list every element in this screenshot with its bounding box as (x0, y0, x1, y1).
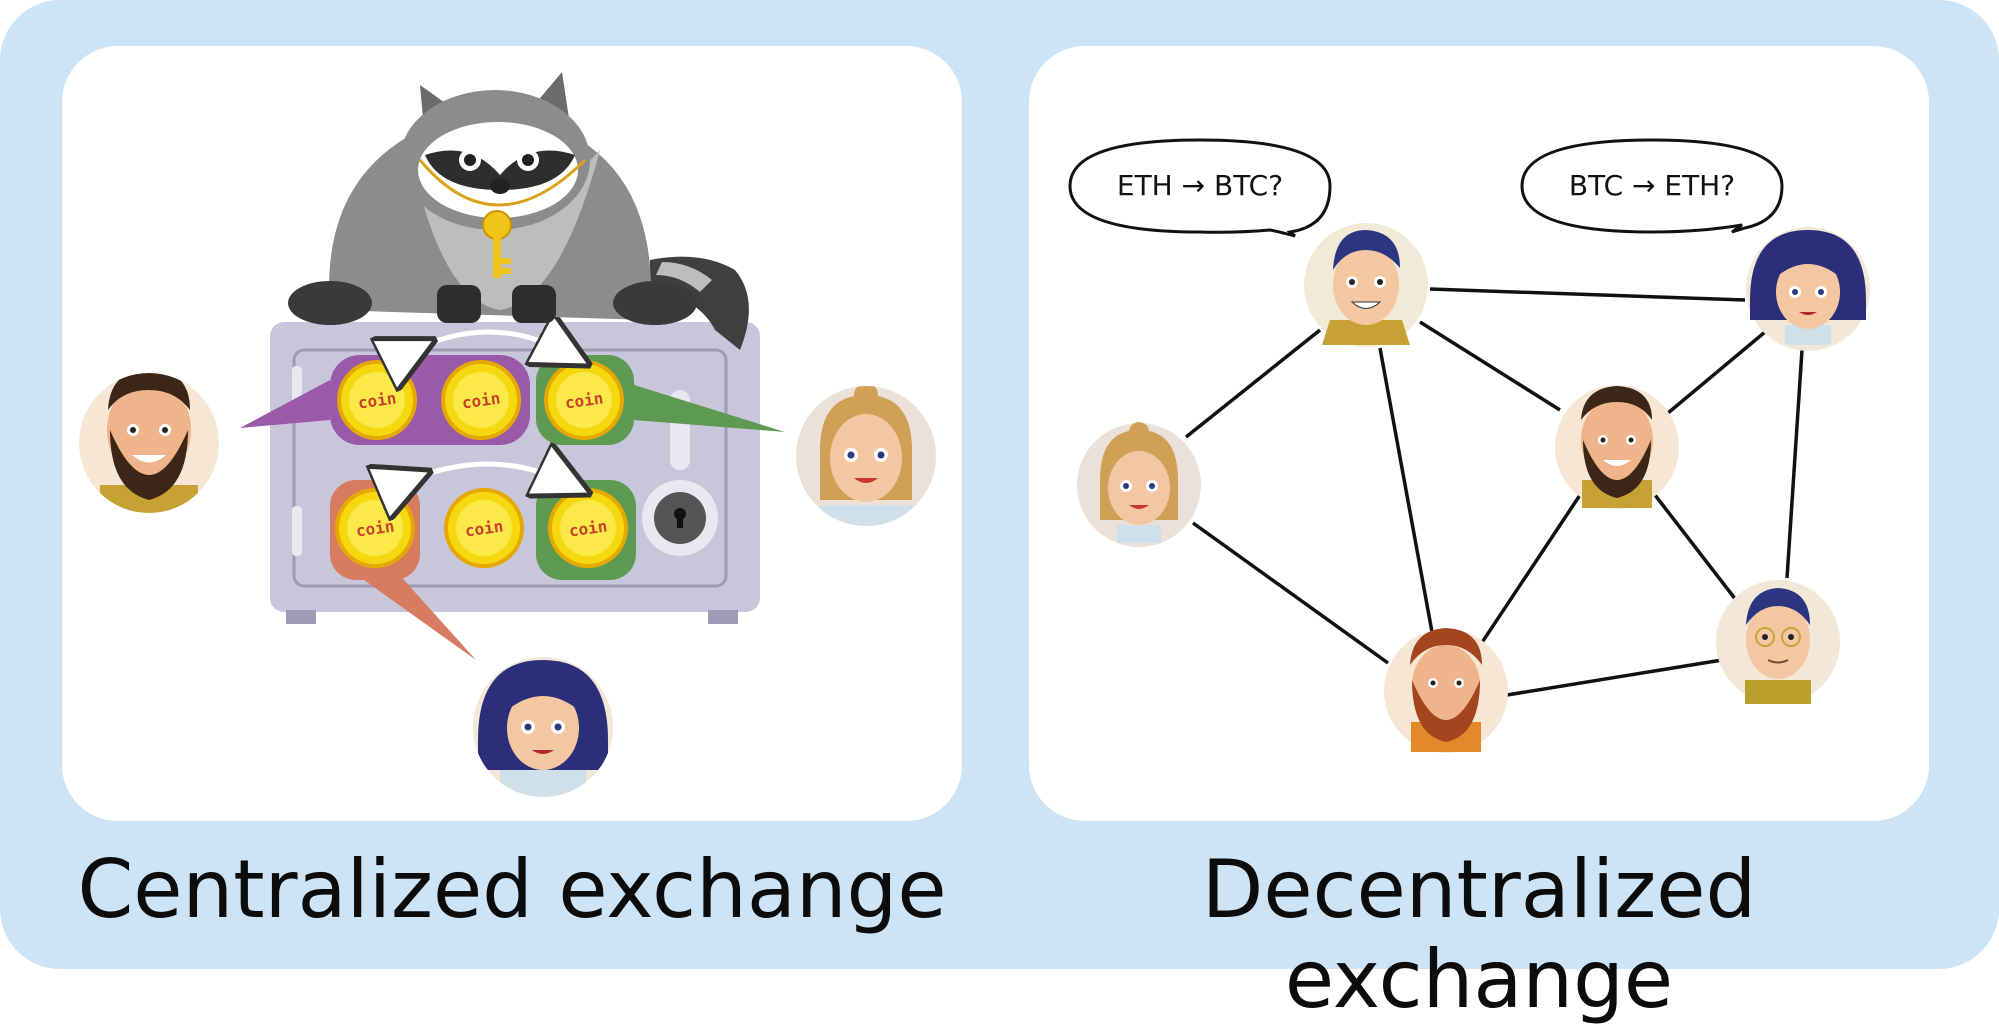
caption-centralized-exchange: Centralized exchange (77, 843, 947, 936)
green-beam (634, 385, 785, 432)
speech-bubble-left (1068, 138, 1332, 238)
key-icon (482, 210, 512, 278)
avatar-bearded-man (79, 373, 219, 513)
bubble-text-eth-to-btc: ETH → BTC? (1116, 169, 1284, 202)
orange-beam (350, 570, 476, 660)
caption-decentralized-exchange: Decentralized exchange (1201, 843, 1757, 1026)
illustration: coin coin coin coin coin coin (79, 72, 1870, 797)
avatar-purple-hair-woman (473, 657, 613, 797)
swap-arrow-bottom (405, 464, 565, 482)
avatar-blonde-woman (796, 386, 936, 526)
raccoon (288, 72, 749, 350)
purple-beam (240, 380, 330, 428)
node-glasses-man (1716, 580, 1840, 704)
network-edges (1184, 287, 1804, 697)
node-top-man (1304, 223, 1428, 347)
bubble-text-btc-to-eth: BTC → ETH? (1568, 169, 1736, 202)
node-center-bearded-man (1555, 385, 1679, 509)
node-top-right-woman (1746, 227, 1870, 351)
swap-arrow-top (410, 332, 565, 352)
node-bottom-redhead (1384, 628, 1508, 753)
node-left-woman (1077, 422, 1201, 547)
speech-bubble-right (1520, 138, 1784, 234)
